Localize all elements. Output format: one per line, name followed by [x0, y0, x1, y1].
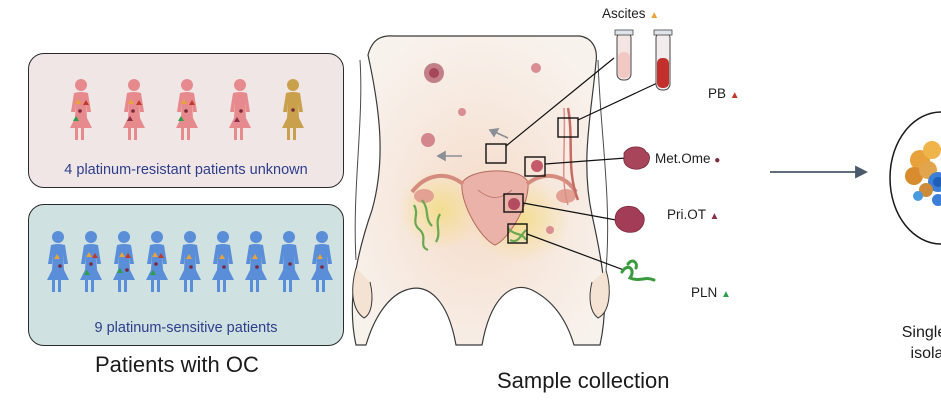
sampling-boxes [485, 117, 579, 244]
omentum-tissue-icon [623, 146, 650, 170]
leader-lines [505, 57, 669, 271]
cell-cluster-icon [905, 141, 941, 206]
sample-label-pb: PB ▲ [708, 86, 740, 101]
sensitive-caption: 9 platinum-sensitive patients [94, 320, 278, 336]
resistant-sample-markers [73, 99, 295, 122]
sample-label-pri-ot: Pri.OT ▲ [667, 207, 720, 222]
sample-label-ascites: Ascites ▲ [602, 6, 660, 21]
blood-tube-icon [653, 29, 673, 91]
lymph-node-tissue-icon [620, 259, 656, 282]
sample-label-pln: PLN ▲ [691, 285, 731, 300]
collection-section-title: Sample collection [497, 368, 670, 393]
cohort-section-title: Patients with OC [95, 352, 259, 377]
uterus [461, 170, 529, 246]
sensitive-sample-markers [54, 252, 324, 275]
dissociation-circle [889, 111, 941, 245]
resistant-caption: 4 platinum-resistant patients unknown [64, 162, 308, 178]
ovary-tumor-tissue-icon [614, 205, 645, 233]
sample-label-met-ome: Met.Ome ● [655, 151, 721, 166]
process-arrow [770, 165, 869, 179]
next-step-caption: Single isola [901, 324, 941, 362]
ascites-tube-icon [614, 29, 634, 81]
